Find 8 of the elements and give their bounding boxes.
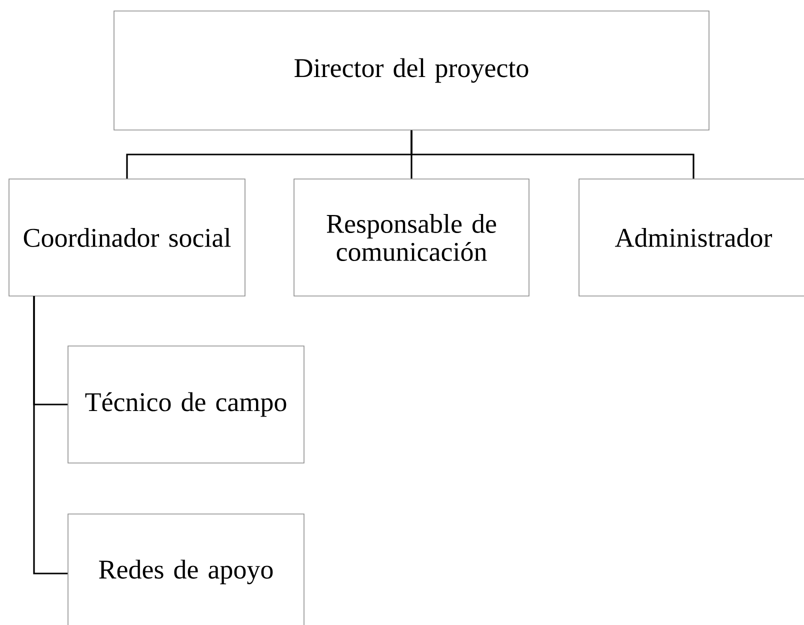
org-box: Administrador	[578, 178, 804, 296]
org-box: Técnico de campo	[68, 346, 304, 464]
org-box: Responsable de comunicación	[294, 178, 530, 296]
connector-line	[410, 130, 694, 179]
connector-line	[33, 296, 68, 574]
org-box: Coordinador social	[8, 178, 246, 296]
org-box: Director del proyecto	[114, 10, 710, 130]
org-box: Redes de apoyo	[68, 514, 304, 625]
